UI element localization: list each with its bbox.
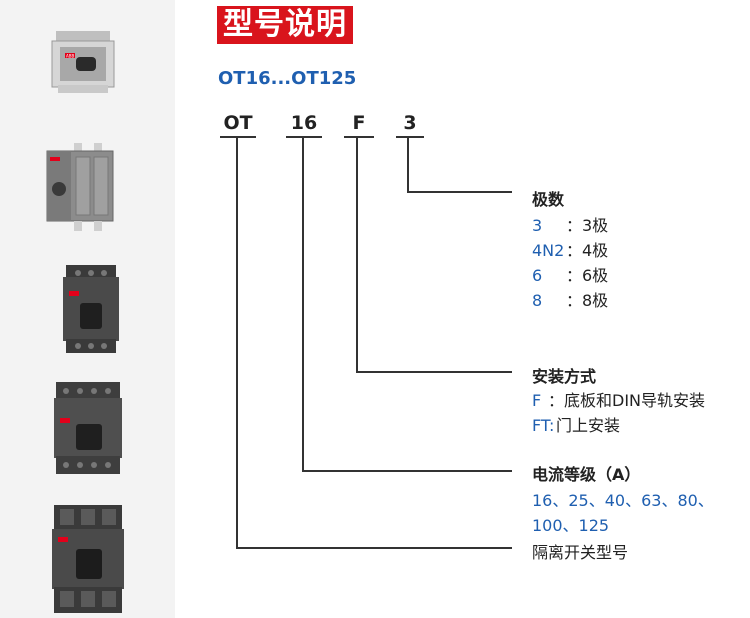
type-title: 隔离开关型号 bbox=[532, 543, 629, 562]
poles-value: ：4极 bbox=[566, 241, 609, 260]
poles-value: ：6极 bbox=[566, 266, 609, 285]
mounting-item-f: F ：底板和DIN导轨安装 bbox=[532, 387, 705, 411]
mounting-key: F bbox=[532, 391, 542, 410]
poles-item-8: 8 ：8极 bbox=[532, 287, 608, 311]
product-image-4 bbox=[54, 382, 122, 474]
current-values-line2: 100、125 bbox=[532, 516, 610, 535]
poles-value: ：8极 bbox=[566, 291, 609, 310]
product-image-1: ABB bbox=[51, 31, 115, 93]
product-image-2 bbox=[46, 143, 114, 231]
connector-current-horizontal bbox=[302, 470, 512, 472]
series-label: OT16...OT125 bbox=[218, 68, 357, 89]
code-underline-3 bbox=[396, 136, 424, 138]
connector-type-vertical bbox=[236, 137, 238, 549]
product-image-panel: ABB bbox=[0, 0, 175, 618]
current-values-line1: 16、25、40、63、80、 bbox=[532, 491, 714, 510]
poles-item-6: 6 ：6极 bbox=[532, 262, 608, 286]
current-title: 电流等级（A） bbox=[532, 465, 641, 484]
mounting-item-ft: FT:门上安装 bbox=[532, 412, 620, 436]
product-logo-1: ABB bbox=[66, 54, 74, 59]
poles-value: ：3极 bbox=[566, 216, 609, 235]
code-part-16: 16 bbox=[290, 112, 318, 134]
code-part-ot: OT bbox=[223, 112, 253, 134]
product-image-5 bbox=[52, 505, 124, 613]
poles-key: 6 bbox=[532, 266, 543, 285]
poles-key: 4N2 bbox=[532, 241, 565, 260]
poles-item-3: 3 ：3极 bbox=[532, 212, 608, 236]
mounting-title: 安装方式 bbox=[532, 367, 597, 386]
code-underline-16 bbox=[286, 136, 322, 138]
connector-mounting-horizontal bbox=[356, 371, 512, 373]
code-part-f: F bbox=[352, 112, 366, 134]
poles-title: 极数 bbox=[532, 190, 565, 209]
product-image-3 bbox=[63, 265, 119, 353]
page-title: 型号说明 bbox=[217, 6, 353, 44]
code-underline-f bbox=[344, 136, 374, 138]
mounting-value: ：底板和DIN导轨安装 bbox=[548, 391, 706, 410]
code-part-3: 3 bbox=[403, 112, 417, 134]
connector-mounting-vertical bbox=[356, 137, 358, 373]
poles-key: 3 bbox=[532, 216, 543, 235]
connector-poles-vertical bbox=[407, 137, 409, 193]
mounting-key: FT: bbox=[532, 416, 555, 435]
connector-current-vertical bbox=[302, 137, 304, 472]
connector-type-horizontal bbox=[236, 547, 512, 549]
connector-poles-horizontal bbox=[407, 191, 512, 193]
poles-item-4n2: 4N2：4极 bbox=[532, 237, 608, 261]
mounting-value: 门上安装 bbox=[556, 416, 621, 435]
code-underline-ot bbox=[220, 136, 256, 138]
poles-key: 8 bbox=[532, 291, 543, 310]
